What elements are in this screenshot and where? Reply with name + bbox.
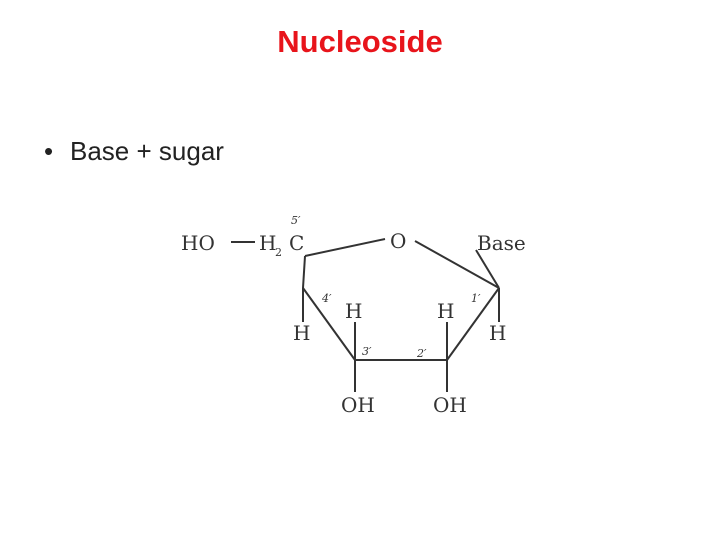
bullet-item: • Base + sugar bbox=[44, 136, 224, 167]
label-base: Base bbox=[477, 231, 526, 255]
label-oh-c2: OH bbox=[433, 393, 467, 417]
ribose-structure-diagram: HO H 2 C O Base H H H H OH OH 5′ 4′ 3′ 2… bbox=[181, 214, 526, 417]
label-h2-subscript: 2 bbox=[275, 246, 282, 259]
bullet-marker: • bbox=[44, 136, 54, 166]
label-h-c2: H bbox=[437, 299, 454, 323]
bond-c2-c1 bbox=[446, 287, 500, 361]
label-position-4: 4′ bbox=[321, 292, 332, 305]
bond-c4-o bbox=[304, 238, 386, 257]
label-h-c4: H bbox=[293, 321, 310, 345]
label-oh-c3: OH bbox=[341, 393, 375, 417]
bond-c1-base bbox=[475, 249, 500, 289]
ring-bonds bbox=[231, 238, 500, 392]
bullet-text: Base + sugar bbox=[70, 136, 224, 166]
label-c5: C bbox=[289, 231, 304, 255]
bond-o-c1 bbox=[414, 240, 500, 289]
label-position-5: 5′ bbox=[291, 214, 301, 227]
label-position-3: 3′ bbox=[362, 345, 372, 358]
label-h-c3: H bbox=[345, 299, 362, 323]
label-h-c1: H bbox=[489, 321, 506, 345]
bond-c4-c3 bbox=[302, 287, 356, 361]
page-title: Nucleoside bbox=[277, 24, 443, 59]
label-ho: HO bbox=[181, 231, 215, 255]
bond-c5-c4 bbox=[302, 255, 306, 289]
label-position-2: 2′ bbox=[416, 347, 427, 360]
label-h2: H bbox=[259, 231, 276, 255]
label-position-1: 1′ bbox=[471, 292, 481, 305]
label-ring-oxygen: O bbox=[390, 229, 406, 253]
